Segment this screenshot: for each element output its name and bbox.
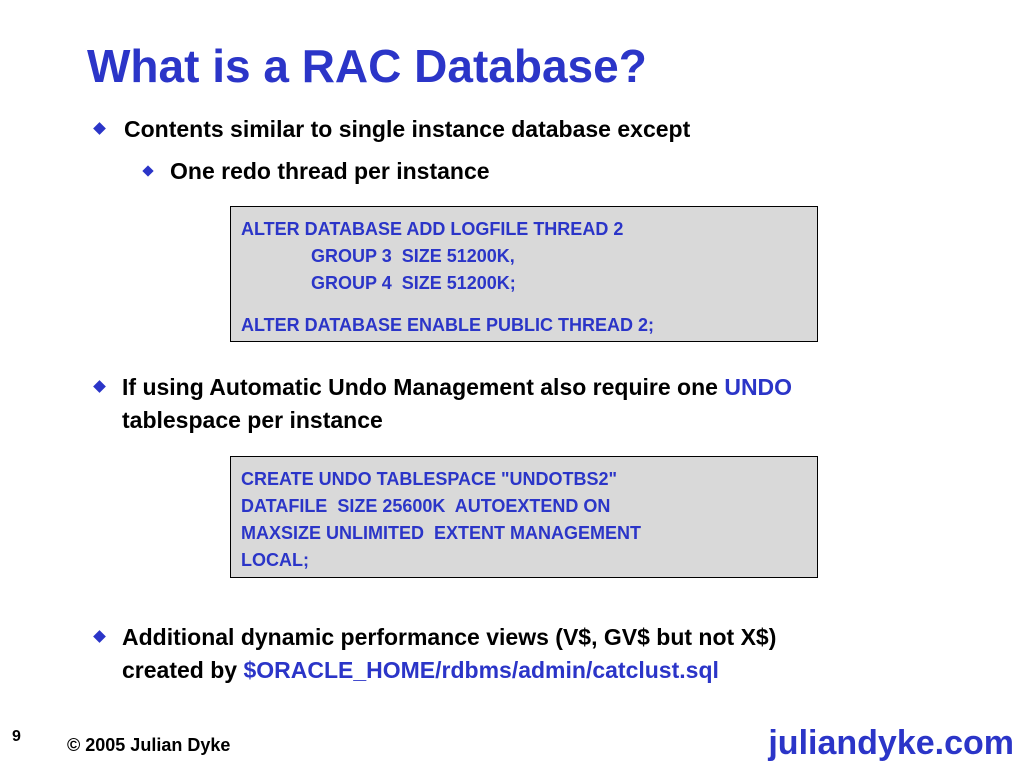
slide-title: What is a RAC Database?	[87, 40, 647, 92]
bullet-contents: Contents similar to single instance data…	[93, 113, 691, 146]
code-line: GROUP 3 SIZE 51200K,	[241, 246, 515, 266]
bullet-undo: If using Automatic Undo Management also …	[93, 371, 982, 437]
code-gap	[241, 297, 807, 312]
bullet-contents-text: Contents similar to single instance data…	[124, 116, 691, 142]
diamond-bullet-icon	[142, 165, 154, 177]
code-line: DATAFILE SIZE 25600K AUTOEXTEND ON	[241, 496, 611, 516]
code-line: LOCAL;	[241, 550, 309, 570]
code-box-undo-tablespace: CREATE UNDO TABLESPACE "UNDOTBS2" DATAFI…	[230, 456, 818, 578]
sub-bullet-redo-thread-text: One redo thread per instance	[170, 158, 490, 184]
code-line: ALTER DATABASE ADD LOGFILE THREAD 2	[241, 219, 624, 239]
code-line: CREATE UNDO TABLESPACE "UNDOTBS2"	[241, 469, 618, 489]
code-line: MAXSIZE UNLIMITED EXTENT MANAGEMENT	[241, 523, 641, 543]
diamond-bullet-icon	[93, 630, 106, 643]
diamond-bullet-icon	[93, 380, 106, 393]
diamond-bullet-icon	[93, 122, 106, 135]
brand-url: juliandyke.com	[768, 724, 1014, 762]
bullet-dynamic-views-text-cont: created by	[122, 657, 244, 683]
bullet-undo-text-cont: tablespace per instance	[122, 407, 383, 433]
bullet-dynamic-views: Additional dynamic performance views (V$…	[93, 621, 982, 687]
bullet-undo-keyword: UNDO	[724, 374, 793, 400]
bullet-dynamic-views-text: Additional dynamic performance views (V$…	[122, 624, 777, 650]
page-number: 9	[12, 728, 21, 745]
catclust-script-path: $ORACLE_HOME/rdbms/admin/catclust.sql	[243, 657, 719, 683]
code-line: ALTER DATABASE ENABLE PUBLIC THREAD 2;	[241, 315, 654, 335]
bullet-undo-text: If using Automatic Undo Management also …	[122, 374, 725, 400]
sub-bullet-redo-thread: One redo thread per instance	[142, 155, 490, 188]
code-line: GROUP 4 SIZE 51200K;	[241, 273, 516, 293]
copyright-notice: © 2005 Julian Dyke	[67, 735, 231, 755]
code-box-logfile: ALTER DATABASE ADD LOGFILE THREAD 2 GROU…	[230, 206, 818, 342]
